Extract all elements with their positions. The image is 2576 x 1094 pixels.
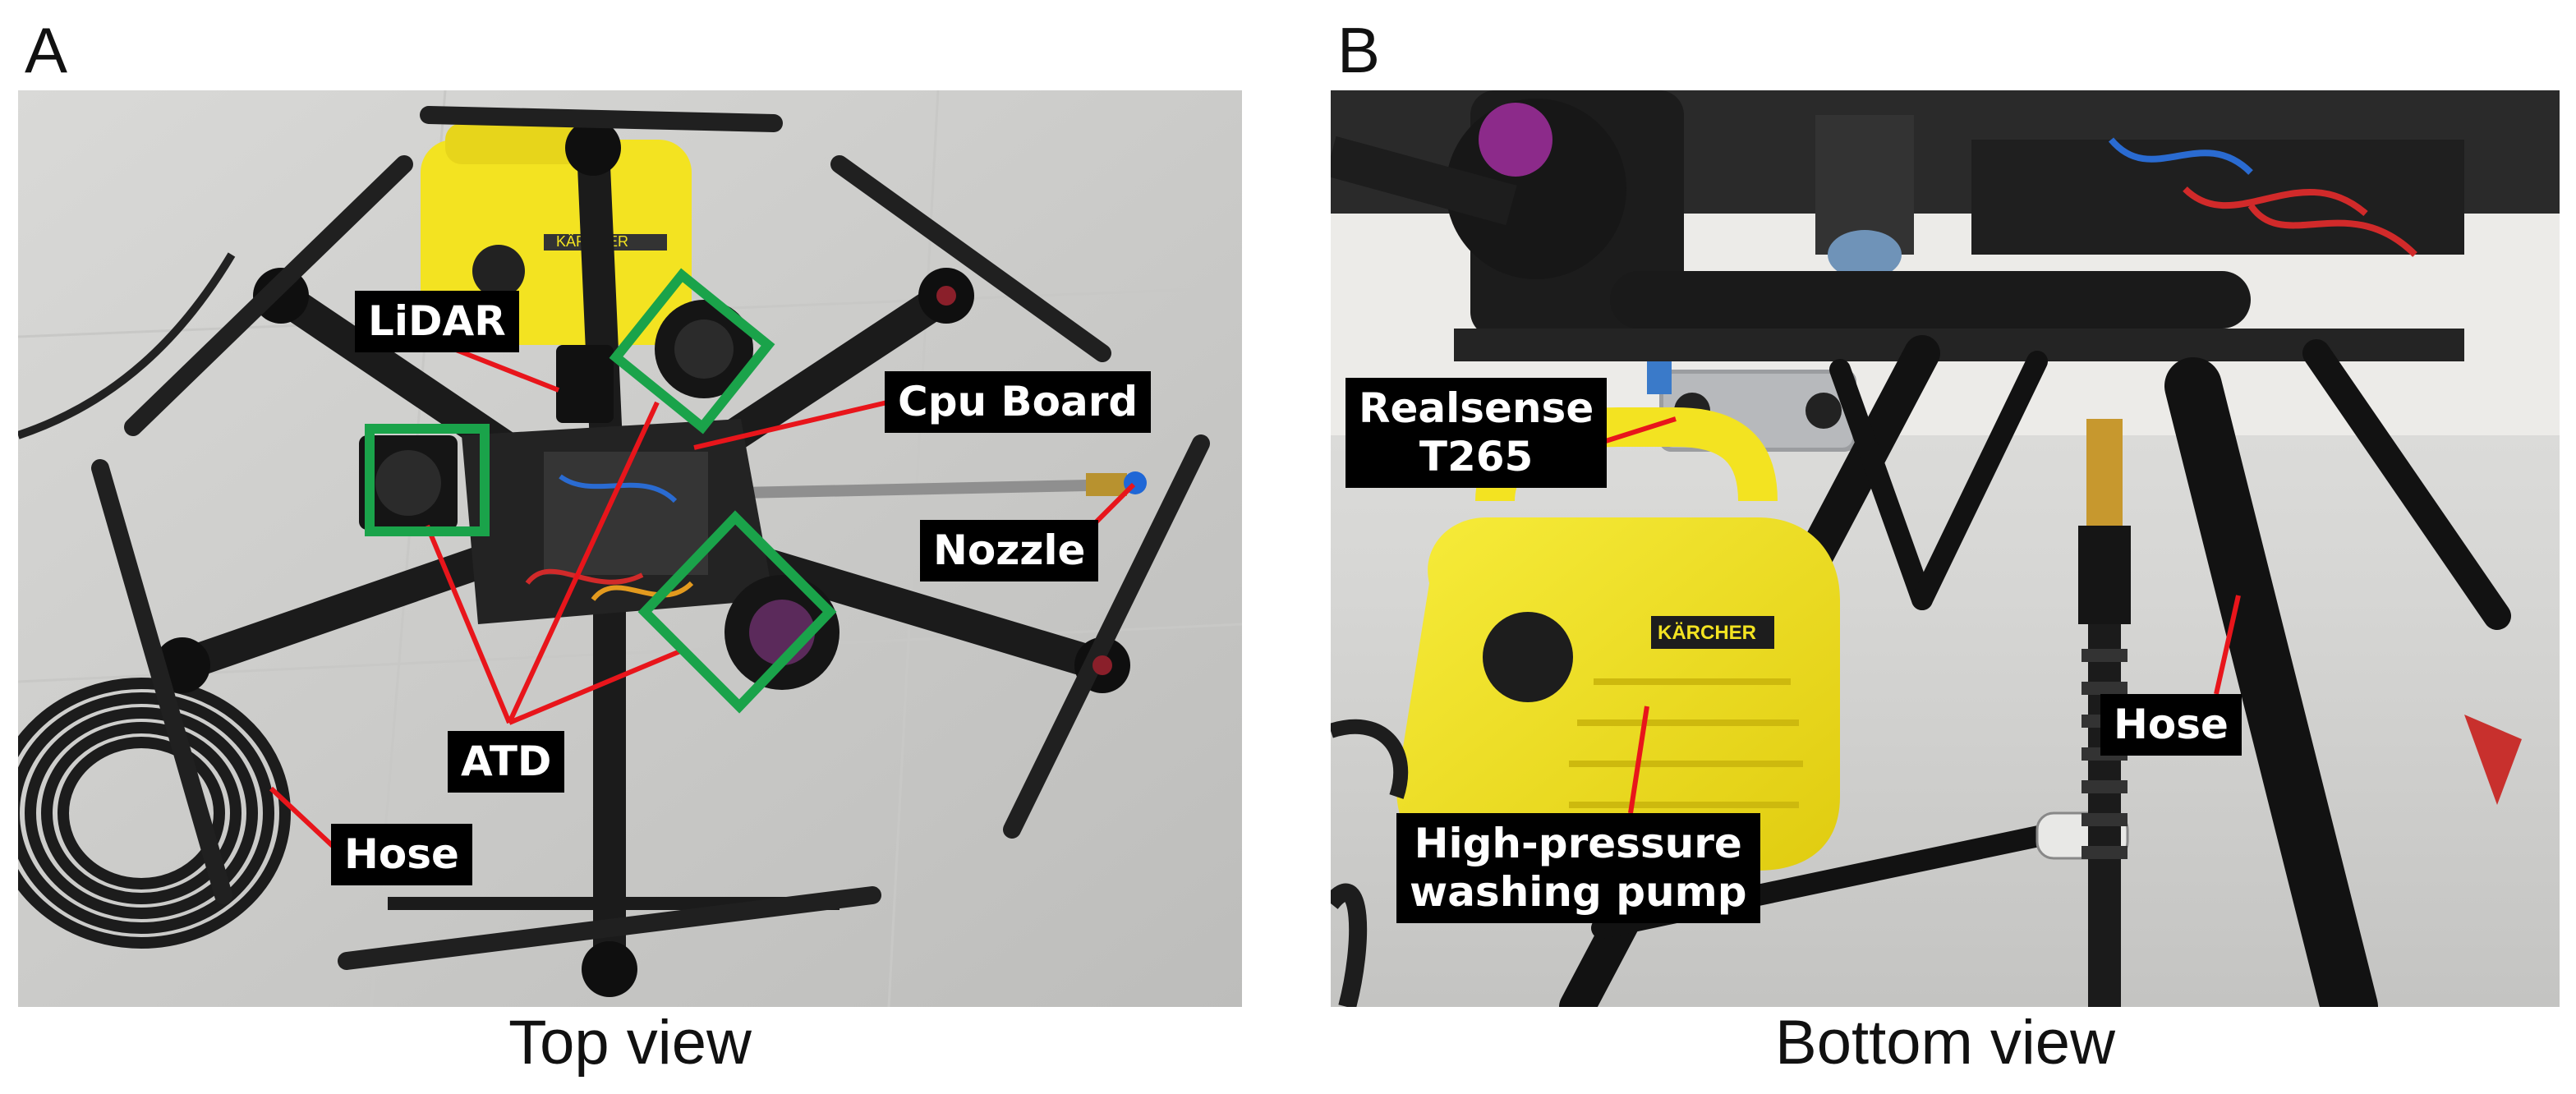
label-nozzle: Nozzle (920, 520, 1099, 581)
caption-bottom-view: Bottom view (1775, 1008, 2115, 1078)
propellers (91, 106, 1210, 970)
bottom-view-photo: KÄRCHER (1331, 90, 2560, 1007)
lidar-sensor (556, 345, 614, 423)
vertical-hose (2078, 419, 2131, 1007)
label-lidar: LiDAR (355, 291, 519, 352)
label-pump-line2: washing pump (1410, 868, 1747, 916)
label-atd: ATD (448, 731, 565, 793)
atd-fan-left (359, 435, 458, 530)
atd-fan-bottom (724, 575, 840, 690)
label-cpu-board: Cpu Board (885, 371, 1152, 433)
atd-fan-top (655, 300, 753, 398)
pump-brand-text: KÄRCHER (1658, 622, 1756, 644)
label-realsense-line1: Realsense (1359, 384, 1594, 432)
label-realsense-line2: T265 (1419, 433, 1534, 480)
label-realsense-t265: Realsense T265 (1346, 378, 1608, 488)
label-high-pressure-pump: High-pressure washing pump (1396, 813, 1760, 923)
panel-a-letter: A (25, 14, 68, 86)
label-hose-b: Hose (2100, 694, 2242, 756)
panel-b-letter: B (1337, 14, 1381, 86)
label-pump-line1: High-pressure (1414, 820, 1742, 867)
caption-top-view: Top view (508, 1008, 752, 1078)
nozzle-lance (740, 479, 1128, 499)
coiled-hose (18, 678, 291, 949)
carbon-tube (1610, 271, 2251, 329)
label-hose-a: Hose (331, 824, 472, 885)
